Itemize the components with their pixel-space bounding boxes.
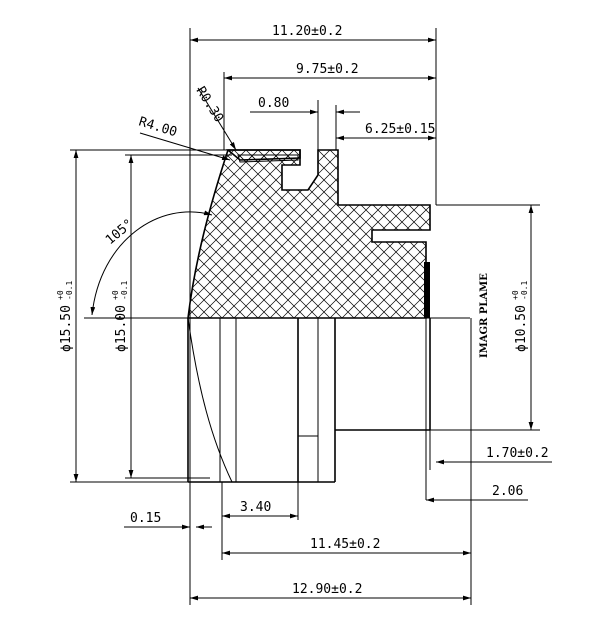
dim-radius-large: R4.00: [137, 114, 179, 140]
svg-text:-0.1: -0.1: [520, 281, 529, 300]
dim-dia-rear: ϕ10.50: [514, 305, 529, 352]
dim-angle: 105°: [103, 216, 137, 248]
dim-flange: 1.70±0.2: [486, 446, 549, 461]
dim-dia-inner-group: ϕ15.00 +0 -0.1: [111, 281, 129, 352]
dim-mid-total: 11.45±0.2: [310, 537, 380, 552]
dim-rear: 6.25±0.15: [365, 122, 435, 137]
dim-radius-small: R0.30: [193, 84, 226, 125]
svg-text:+0: +0: [111, 290, 120, 300]
image-plane-label: IMAGR PLAME: [479, 273, 490, 358]
dim-upper: 9.75±0.2: [296, 62, 359, 77]
dim-dia-outer-group: ϕ15.50 +0 -0.1: [56, 281, 74, 352]
dim-gap: 0.15: [130, 511, 161, 526]
svg-text:-0.1: -0.1: [65, 281, 74, 300]
svg-text:+0: +0: [56, 290, 65, 300]
rear-element: [424, 262, 430, 318]
dim-dia-inner: ϕ15.00: [114, 305, 129, 352]
dim-dia-outer: ϕ15.50: [59, 305, 74, 352]
dim-dia-rear-group: ϕ10.50 +0 -0.1: [511, 281, 529, 352]
lens-lower-outline: [187, 317, 431, 500]
lens-body-hatched: [187, 149, 431, 319]
front-cap: [225, 149, 301, 161]
dim-total: 12.90±0.2: [292, 582, 362, 597]
svg-text:-0.1: -0.1: [120, 281, 129, 300]
lens-section: [187, 149, 431, 319]
dim-overall-top: 11.20±0.2: [272, 24, 342, 39]
dim-step: 0.80: [258, 96, 289, 111]
dim-bore: 3.40: [240, 500, 271, 515]
dim-back-focus: 2.06: [492, 484, 523, 499]
svg-text:+0: +0: [511, 290, 520, 300]
